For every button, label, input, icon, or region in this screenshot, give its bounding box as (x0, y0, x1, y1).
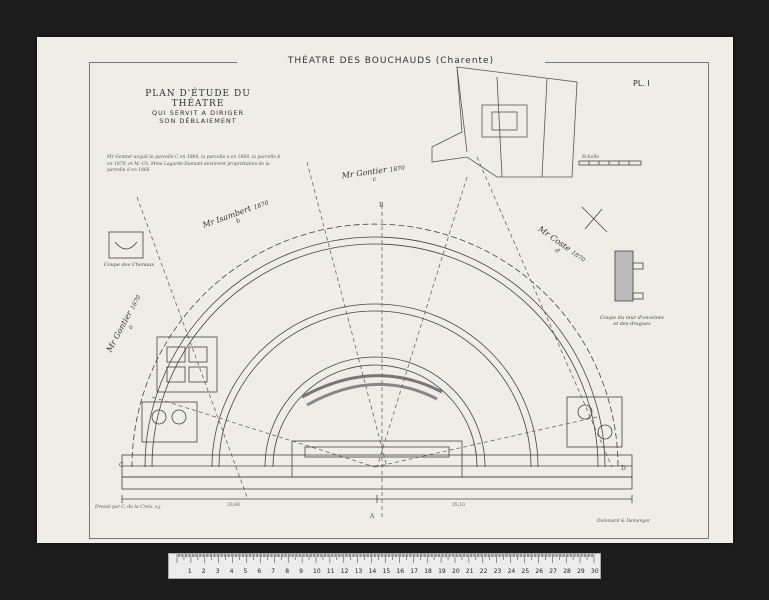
ruler-label: 2 (202, 568, 206, 575)
ruler-label: 7 (271, 568, 275, 575)
wall-section (614, 250, 634, 302)
ruler-label: 3 (216, 568, 220, 575)
outer-wall-arc (144, 236, 606, 468)
axis-letter-top: B (379, 202, 384, 209)
ruler-label: 26 (535, 568, 543, 575)
ruler-label: 15 (383, 568, 391, 575)
orchestra-arc (264, 356, 486, 468)
caption-chenaux: Coupe des Chenaux (103, 262, 155, 268)
scale-caption: Echelle (582, 155, 599, 160)
ruler-label: 14 (369, 568, 377, 575)
ruler-label: 21 (466, 568, 474, 575)
ruler-label: 28 (563, 568, 571, 575)
right-rooms (566, 396, 623, 448)
ruler-label: 24 (508, 568, 516, 575)
radial-line (136, 196, 248, 498)
ruler-label: 27 (549, 568, 557, 575)
theatre-plan-drawing (108, 66, 644, 517)
ruler-label: 8 (285, 568, 289, 575)
dimension-right: 35,10 (452, 503, 465, 508)
ruler-label: 23 (494, 568, 502, 575)
scale-bar (578, 160, 642, 166)
ruler-label: 13 (355, 568, 363, 575)
ruler-label: 22 (480, 568, 488, 575)
plate-number: PL. I (633, 79, 650, 88)
site-plan-inset (431, 66, 578, 178)
title-line-3: SON DÉBLAIEMENT (159, 117, 237, 125)
ruler-label: 16 (396, 568, 404, 575)
ruler-label: 4 (230, 568, 234, 575)
ruler-label: 18 (424, 568, 432, 575)
title-line-2: QUI SERVIT A DIRIGER (151, 109, 245, 117)
ruler-label: 9 (299, 568, 303, 575)
ruler-label: 5 (244, 568, 248, 575)
sheet-title: THÉATRE DES BOUCHAUDS (Charente) (237, 56, 545, 66)
title-line-1: PLAN D'ÉTUDE DU THÉATRE (145, 89, 251, 109)
stage-building (121, 440, 633, 490)
ruler-label: 10 (313, 568, 321, 575)
chenaux-section (108, 231, 144, 259)
ruler-label: 30 (591, 568, 599, 575)
point-letter-west: C (119, 462, 124, 469)
footer-author: Dressé par C. de la Croix, s.j. (95, 505, 162, 510)
ruler-label: 11 (327, 568, 335, 575)
axis-letter-bottom: A (370, 513, 375, 520)
ruler-label: 19 (438, 568, 446, 575)
dimension-left: 33,80 (227, 503, 240, 508)
ruler-label: 12 (341, 568, 349, 575)
ruler-label: 20 (452, 568, 460, 575)
drawing-sheet: THÉATRE DES BOUCHAUDS (Charente) PL. I P… (37, 37, 733, 543)
point-letter-east: D (621, 465, 626, 472)
compass-line (581, 206, 608, 233)
footer-printer: Dolomard & Damenger (597, 519, 651, 524)
inner-arc (211, 303, 539, 468)
ruler-label: 17 (410, 568, 418, 575)
ruler-label: 1 (188, 568, 192, 575)
caption-mur: Coupe du mur d'enceinte et des dragues (599, 315, 665, 327)
ruler-label: 6 (257, 568, 261, 575)
left-rooms (141, 336, 218, 443)
ownership-note: Mr Gontier acquit la parcelle C en 1864,… (107, 155, 281, 173)
ruler-label: 29 (577, 568, 585, 575)
title-block: PLAN D'ÉTUDE DU THÉATRE QUI SERVIT A DIR… (133, 89, 263, 125)
ruler-label: 25 (522, 568, 530, 575)
